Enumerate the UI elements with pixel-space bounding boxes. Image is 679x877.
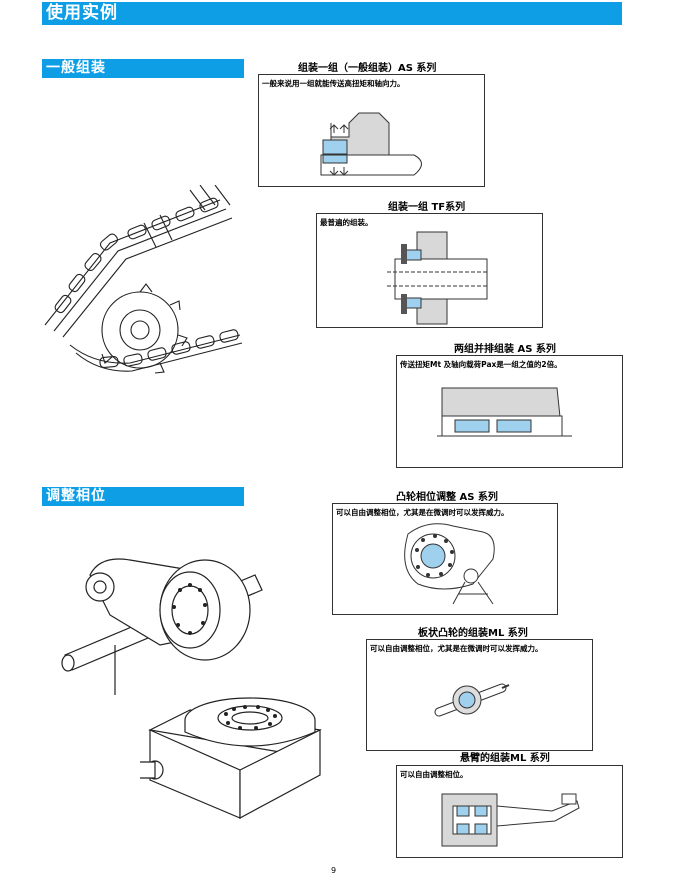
example-6-box: 可以自由调整相位。 [396, 765, 623, 858]
example-2-box: 最普遍的组装。 [316, 213, 543, 328]
example-3-caption: 两组并排组装 AS 系列 [454, 344, 556, 355]
example-1-diagram [320, 112, 422, 176]
example-6-desc: 可以自由调整相位。 [400, 770, 468, 779]
example-2-diagram [387, 231, 488, 325]
chain-sprocket-illustration [44, 185, 243, 374]
example-1-desc: 一般来说用一组就能传送高扭矩和轴向力。 [262, 79, 405, 88]
example-1-box: 一般来说用一组就能传送高扭矩和轴向力。 [258, 74, 485, 187]
example-5-box: 可以自由调整相位，尤其是在微调时可以发挥威力。 [366, 639, 593, 751]
turntable-box-illustration [140, 697, 322, 820]
page-number: 9 [331, 866, 337, 875]
example-6-caption: 悬臂的组装ML 系列 [460, 753, 550, 764]
example-5-diagram [434, 683, 510, 717]
example-6-diagram [441, 793, 580, 847]
section-title-adjust: 调整相位 [42, 487, 244, 506]
example-4-desc: 可以自由调整相位，尤其是在微调时可以发挥威力。 [336, 508, 509, 517]
example-1-caption: 组装一组（一般组装）AS 系列 [298, 63, 437, 74]
page-title: 使用实例 [42, 2, 622, 25]
example-4-diagram [404, 523, 495, 605]
example-5-caption: 板状凸轮的组装ML 系列 [418, 628, 528, 639]
section-title-general: 一般组装 [42, 59, 244, 78]
example-3-desc: 传送扭矩Mt 及轴向载荷Pax是一组之值的2倍。 [400, 360, 562, 369]
example-4-box: 可以自由调整相位，尤其是在微调时可以发挥威力。 [332, 503, 558, 615]
example-2-caption: 组装一组 TF系列 [388, 202, 466, 213]
example-4-caption: 凸轮相位调整 AS 系列 [396, 492, 498, 503]
example-2-desc: 最普遍的组装。 [320, 218, 373, 227]
example-3-box: 传送扭矩Mt 及轴向载荷Pax是一组之值的2倍。 [396, 355, 623, 468]
cam-mechanism-illustration [61, 558, 263, 695]
example-3-diagram [437, 387, 572, 437]
example-5-desc: 可以自由调整相位，尤其是在微调时可以发挥威力。 [370, 644, 543, 653]
